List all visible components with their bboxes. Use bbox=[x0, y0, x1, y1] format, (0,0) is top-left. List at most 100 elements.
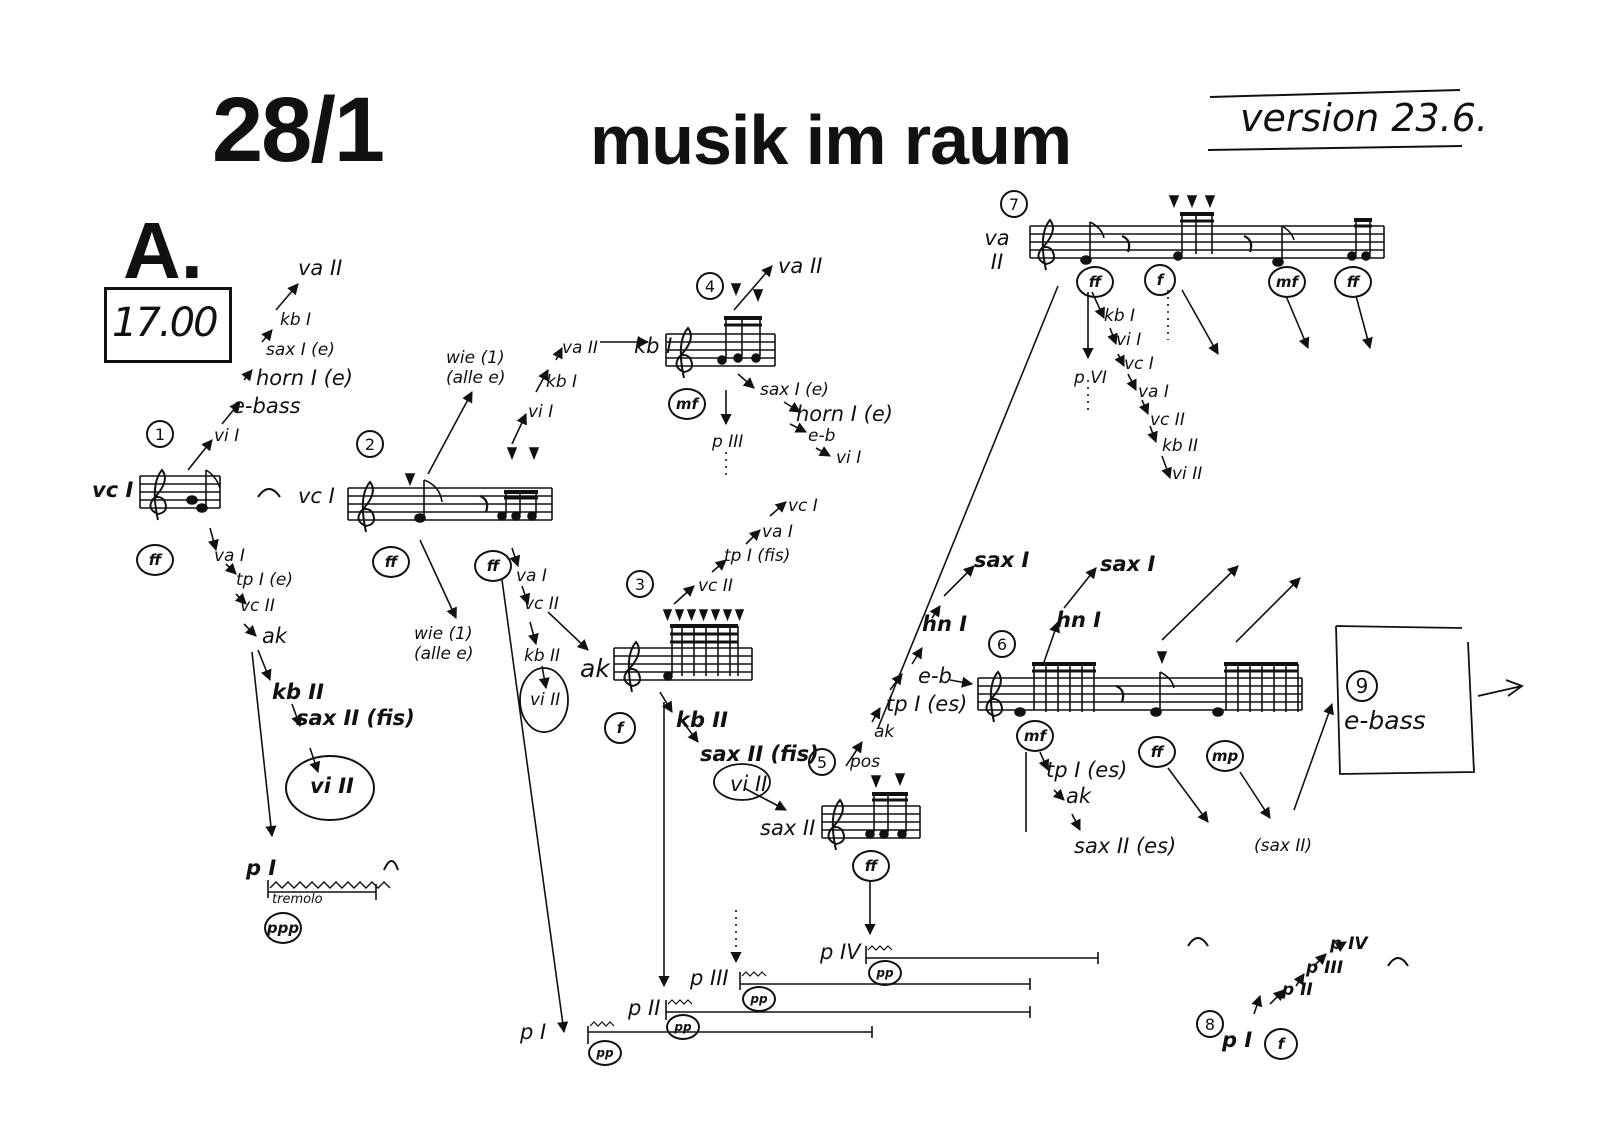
score-number: 28/1 bbox=[212, 79, 385, 181]
group2-dynamic-2: ff bbox=[474, 550, 512, 582]
group8-chain-label: p III bbox=[1306, 958, 1344, 978]
sustain-label: p I bbox=[520, 1020, 547, 1044]
group5-up-label: pos bbox=[850, 752, 881, 772]
staff-6 bbox=[977, 677, 1303, 711]
group4-after-label: horn I (e) bbox=[796, 402, 893, 426]
group7-down-label: vc II bbox=[1150, 410, 1185, 430]
group5-up-label: ak bbox=[874, 722, 895, 742]
group3-down-label: sax II (fis) bbox=[700, 742, 819, 766]
group6-down-label: ak bbox=[1066, 784, 1092, 808]
group3-down-label: sax II bbox=[760, 816, 816, 840]
group4-after-label: sax I (e) bbox=[760, 380, 829, 400]
sustain-label: p II bbox=[628, 996, 661, 1020]
group7-instrument: va II bbox=[984, 226, 1010, 274]
group1-down-label: ak bbox=[262, 624, 288, 648]
cue-number-1: 1 bbox=[146, 420, 174, 448]
group8-chain-label: p IV bbox=[1330, 934, 1368, 954]
group7-dynamic: mf bbox=[1268, 266, 1306, 298]
sustain-dynamic: pp bbox=[588, 1040, 622, 1066]
group1-tail-technique: tremolo bbox=[272, 892, 323, 907]
group2-down-label: kb II bbox=[524, 646, 561, 666]
sustain-label: p III bbox=[690, 966, 729, 990]
group4-dynamic: mf bbox=[668, 388, 706, 420]
group6-sax-paren: (sax II) bbox=[1254, 836, 1313, 856]
group3-down-label: vi II bbox=[730, 772, 768, 796]
sustain-dynamic: pp bbox=[742, 986, 776, 1012]
staff-1 bbox=[139, 475, 221, 509]
group2-up-label: vi I bbox=[528, 402, 554, 422]
group5-dynamic: ff bbox=[852, 850, 890, 882]
group1-up-label: horn I (e) bbox=[256, 366, 353, 390]
group2-down-label: va I bbox=[516, 566, 547, 586]
group1-instrument: vc I bbox=[92, 478, 134, 502]
group7-down-label: kb I bbox=[1104, 306, 1136, 326]
group7-down-label: kb II bbox=[1162, 436, 1199, 456]
group7-down-label: vi II bbox=[1172, 464, 1203, 484]
group3-down-label: kb II bbox=[676, 708, 728, 732]
group3-up-label: va I bbox=[762, 522, 793, 542]
section-letter: A. bbox=[123, 206, 203, 295]
sustain-dynamic: pp bbox=[666, 1014, 700, 1040]
group3-up-label: vc I bbox=[788, 496, 818, 516]
cue-number-2: 2 bbox=[356, 430, 384, 458]
group1-down-label: vc II bbox=[240, 596, 275, 616]
group5-up-label: e-b bbox=[918, 664, 952, 688]
group8-dynamic: f bbox=[1264, 1028, 1298, 1060]
group8-label: p I bbox=[1222, 1028, 1253, 1052]
group5-up-label: tp I (es) bbox=[886, 692, 968, 716]
group6-dynamic-b: ff bbox=[1138, 736, 1176, 768]
score-title: musik im raum bbox=[590, 101, 1072, 179]
staff-3 bbox=[613, 647, 753, 681]
group1-up-label: e-bass bbox=[232, 394, 301, 418]
group3-dynamic: f bbox=[604, 712, 636, 744]
group2-instrument: vc I bbox=[298, 484, 335, 508]
cue-number-4: 4 bbox=[696, 272, 724, 300]
group7-down-label: va I bbox=[1138, 382, 1169, 402]
sustain-lines bbox=[587, 945, 1099, 1044]
group2-up-label: kb I bbox=[546, 372, 578, 392]
group3-up-label: tp I (fis) bbox=[724, 546, 791, 566]
group1-down-label: tp I (e) bbox=[236, 570, 294, 590]
group6-up-label: sax I bbox=[1100, 552, 1156, 576]
group7-dynamic: ff bbox=[1334, 266, 1372, 298]
group2-up-label: kb I bbox=[634, 334, 673, 358]
group2-up-label: va II bbox=[562, 338, 598, 358]
group7-dynamic: f bbox=[1144, 264, 1176, 296]
group1-tail-label: p I bbox=[246, 856, 277, 880]
group1-down-label: kb II bbox=[272, 680, 324, 704]
cue-number-5: 5 bbox=[808, 748, 836, 776]
group1-up-label: vi I bbox=[214, 426, 240, 446]
group8-chain-label: p II bbox=[1282, 980, 1313, 1000]
cue-number-6: 6 bbox=[988, 630, 1016, 658]
group6-up-label: hn I bbox=[1056, 608, 1102, 632]
cue-number-3: 3 bbox=[626, 570, 654, 598]
group9-label: e-bass bbox=[1344, 706, 1426, 735]
cue-number-9: 9 bbox=[1346, 670, 1378, 702]
group4-after-label: e-b bbox=[808, 426, 836, 446]
group1-up-label: kb I bbox=[280, 310, 312, 330]
group1-dynamic: ff bbox=[136, 544, 174, 576]
staff-7 bbox=[1029, 225, 1385, 259]
group6-down-label: sax II (es) bbox=[1074, 834, 1177, 858]
group2-down-label: vc II bbox=[524, 594, 559, 614]
group4-tail-label: p III bbox=[712, 432, 744, 452]
group1-tail-dynamic: ppp bbox=[264, 912, 302, 944]
group1-down-label: vi II bbox=[310, 774, 354, 798]
time-box bbox=[104, 287, 232, 363]
version-label: version 23.6. bbox=[1240, 96, 1488, 140]
group7-down-label: vc I bbox=[1124, 354, 1154, 374]
cue-number-8: 8 bbox=[1196, 1010, 1224, 1038]
cue-number-7: 7 bbox=[1000, 190, 1028, 218]
sustain-label: p IV bbox=[820, 940, 861, 964]
group4-top-label: va II bbox=[778, 254, 823, 278]
group7-down-label: vi I bbox=[1116, 330, 1142, 350]
group1-down-label: va I bbox=[214, 546, 245, 566]
sustain-dynamic: pp bbox=[868, 960, 902, 986]
start-time: 17.00 bbox=[112, 300, 219, 346]
group5-up-label: sax I bbox=[974, 548, 1030, 572]
group2-down-label: vi II bbox=[530, 690, 561, 710]
group2-dynamic: ff bbox=[372, 546, 410, 578]
group4-after-label: vi I bbox=[836, 448, 862, 468]
group2-wie-lower: wie (1) (alle e) bbox=[414, 624, 474, 664]
group6-dynamic-c: mp bbox=[1206, 740, 1244, 772]
